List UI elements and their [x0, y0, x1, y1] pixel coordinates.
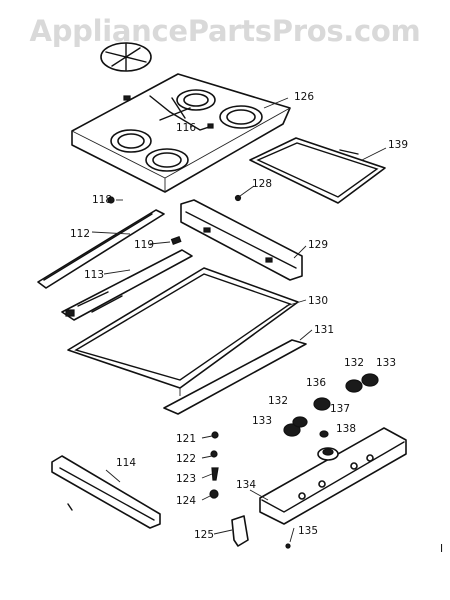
knob-part-132-right[interactable] [345, 379, 363, 393]
callout-112: 112 [70, 228, 90, 240]
side-rail-part[interactable] [37, 209, 165, 289]
callout-134: 134 [236, 479, 256, 491]
cooktop-part[interactable] [71, 73, 291, 193]
fan-blade-part[interactable] [100, 42, 152, 72]
callout-138: 138 [336, 423, 356, 435]
control-panel-part[interactable] [259, 427, 407, 525]
trim-strip-part[interactable] [61, 249, 193, 321]
callout-125: 125 [194, 529, 214, 541]
callout-118: 118 [92, 194, 112, 206]
clip-part-119[interactable] [170, 235, 182, 245]
callout-139: 139 [388, 139, 408, 151]
callout-116: 116 [176, 122, 196, 134]
knob-part-133-right[interactable] [361, 373, 379, 387]
kick-panel-part[interactable] [51, 455, 161, 529]
callout-119: 119 [134, 239, 154, 251]
callout-124: 124 [176, 495, 196, 507]
callout-114: 114 [116, 457, 136, 469]
callout-129: 129 [308, 239, 328, 251]
back-panel-part[interactable] [180, 199, 303, 281]
callout-122: 122 [176, 453, 196, 465]
callout-121: 121 [176, 433, 196, 445]
callout-130: 130 [308, 295, 328, 307]
callout-128: 128 [252, 178, 272, 190]
bracket-part-125[interactable] [231, 515, 249, 547]
screw-part-123[interactable] [211, 467, 219, 481]
knob-part-137[interactable] [319, 430, 329, 438]
watermark: AppliancePartsPros.com [29, 14, 421, 48]
knob-part-136[interactable] [313, 397, 331, 411]
callout-132-right: 132 [344, 357, 364, 369]
callout-135: 135 [298, 525, 318, 537]
lower-trim-part[interactable] [163, 339, 307, 415]
callout-132-left: 132 [268, 395, 288, 407]
knob-part-133-left[interactable] [283, 423, 301, 437]
callout-133-left: 133 [252, 415, 272, 427]
corner-mark: I [440, 543, 443, 555]
knob-part-138[interactable] [317, 447, 339, 461]
callout-131: 131 [314, 324, 334, 336]
callout-136: 136 [306, 377, 326, 389]
frame-part[interactable] [249, 137, 386, 204]
screw-part-135[interactable] [285, 543, 291, 549]
callout-123: 123 [176, 473, 196, 485]
callout-133-right: 133 [376, 357, 396, 369]
screw-part-118[interactable] [107, 196, 115, 204]
screw-part-128[interactable] [234, 194, 242, 202]
knob-part-132-left[interactable] [292, 416, 308, 428]
callout-126: 126 [294, 91, 314, 103]
door-frame-part[interactable] [67, 267, 299, 396]
callout-137: 137 [330, 403, 350, 415]
screw-part-124[interactable] [209, 489, 219, 499]
screw-part-121[interactable] [211, 431, 219, 439]
screw-part-122[interactable] [210, 450, 218, 458]
callout-113: 113 [84, 269, 104, 281]
